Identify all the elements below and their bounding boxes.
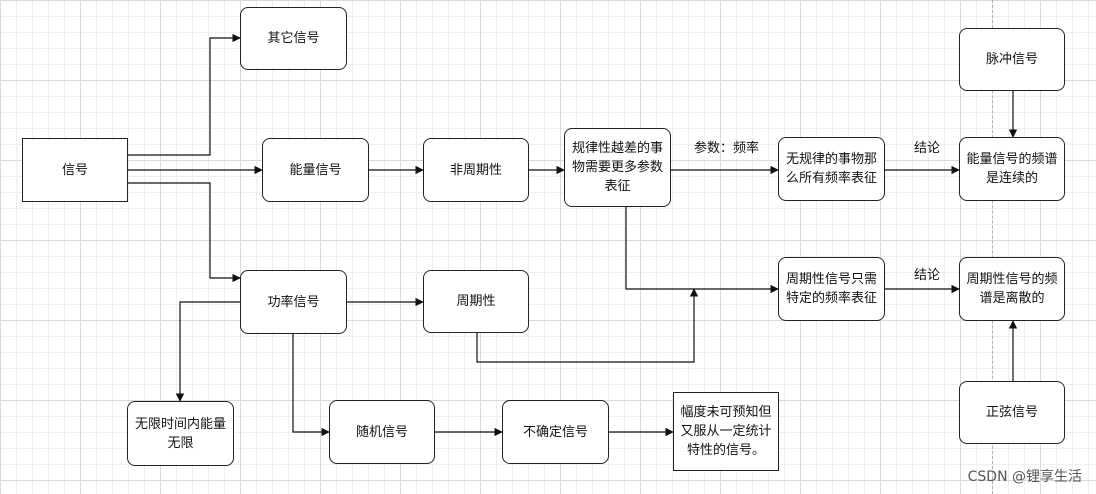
- node-random-signal: 随机信号: [329, 400, 435, 464]
- node-irregular-more-params: 规律性越差的事物需要更多参数表征: [564, 128, 671, 207]
- node-other-signal: 其它信号: [240, 7, 347, 70]
- node-aperiodic: 非周期性: [423, 138, 529, 202]
- edge-periodic-merge: [476, 288, 699, 363]
- edge-signal-other: [128, 33, 241, 156]
- node-amplitude-unpredictable: 幅度未可预知但又服从一定统计特性的信号。: [673, 392, 779, 471]
- node-infinite-energy: 无限时间内能量无限: [127, 401, 234, 466]
- node-periodic: 周期性: [423, 270, 529, 333]
- watermark: CSDN @锂享生活: [967, 469, 1082, 485]
- dashed-guide-line: [992, 0, 993, 494]
- node-uncertain-signal: 不确定信号: [502, 400, 609, 464]
- node-energy-spectrum-continuous: 能量信号的频谱是连续的: [959, 137, 1065, 201]
- edge-signal-power: [128, 182, 241, 283]
- edge-label-conclusion-1: 结论: [914, 141, 941, 156]
- node-periodic-spectrum-discrete: 周期性信号的频谱是离散的: [959, 257, 1065, 321]
- node-irregular-all-freq: 无规律的事物那么所有频率表征: [778, 137, 885, 201]
- edge-power-random: [292, 334, 330, 437]
- node-energy-signal: 能量信号: [262, 138, 369, 202]
- node-sine-signal: 正弦信号: [959, 381, 1065, 444]
- node-pulse-signal: 脉冲信号: [959, 28, 1065, 91]
- edge-label-params-freq: 参数：频率: [694, 141, 760, 156]
- edge-irregular-periodicfreq: [625, 206, 779, 294]
- edge-power-infinite: [175, 301, 240, 402]
- node-power-signal: 功率信号: [240, 270, 347, 334]
- edge-label-conclusion-2: 结论: [914, 268, 941, 283]
- node-signal: 信号: [22, 138, 128, 202]
- node-periodic-specific-freq: 周期性信号只需特定的频率表征: [778, 257, 885, 321]
